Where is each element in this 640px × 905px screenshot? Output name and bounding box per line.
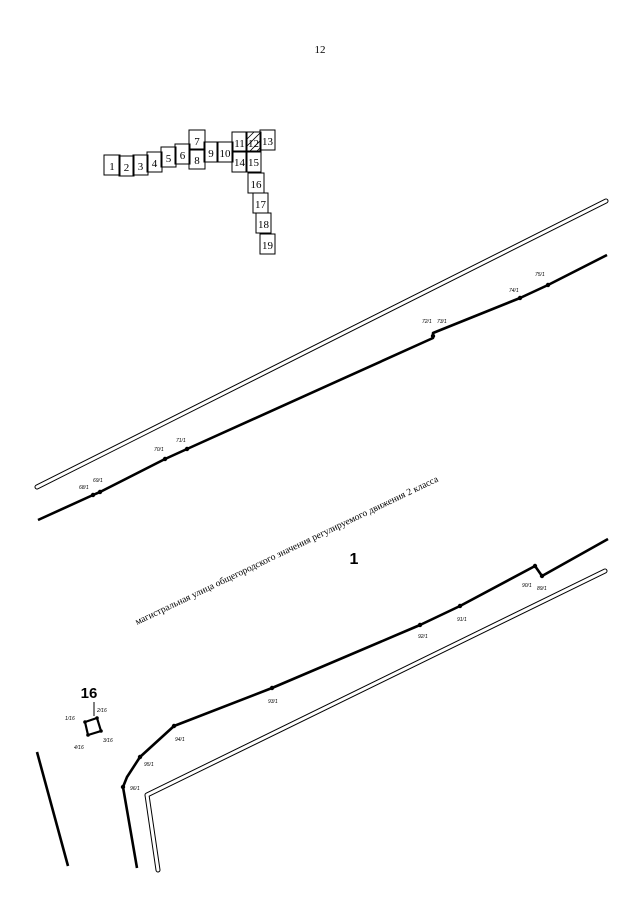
point-label: 95/1 bbox=[144, 762, 154, 768]
boundary-point[interactable] bbox=[184, 446, 190, 452]
point-label: 70/1 bbox=[154, 447, 164, 453]
boundary-point[interactable] bbox=[99, 729, 103, 733]
point-label: 96/1 bbox=[130, 786, 140, 792]
index-tile-label: 14 bbox=[234, 157, 246, 169]
boundary-point[interactable] bbox=[545, 282, 551, 288]
street-name-label: магистральная улица общегородского значе… bbox=[134, 473, 441, 627]
boundary-point[interactable] bbox=[417, 622, 423, 628]
point-label: 3/16 bbox=[103, 738, 113, 744]
point-label: 74/1 bbox=[509, 288, 519, 294]
parcel-number-1: 1 bbox=[350, 551, 359, 568]
index-tile-19[interactable] bbox=[259, 233, 276, 255]
index-tile-label: 11 bbox=[234, 138, 245, 150]
current-sheet-hatch bbox=[245, 131, 262, 153]
point-label: 4/16 bbox=[74, 745, 84, 751]
point-label: 90/1 bbox=[522, 583, 532, 589]
index-tile-label: 1 bbox=[109, 161, 115, 173]
boundary-point[interactable] bbox=[539, 573, 545, 579]
index-tile-label: 13 bbox=[262, 136, 274, 148]
boundary-point[interactable] bbox=[532, 563, 538, 569]
point-label: 69/1 bbox=[93, 478, 103, 484]
point-label: 72/1 bbox=[422, 319, 432, 325]
point-label: 75/1 bbox=[535, 272, 545, 278]
index-tile-label: 10 bbox=[220, 148, 232, 160]
index-tile-1[interactable] bbox=[103, 154, 121, 176]
sheet-index bbox=[103, 129, 276, 255]
index-tile-label: 18 bbox=[258, 219, 270, 231]
boundary-point[interactable] bbox=[90, 492, 96, 498]
boundary-point[interactable] bbox=[95, 716, 99, 720]
parcel-number-16: 16 bbox=[81, 685, 98, 702]
index-tile-label: 9 bbox=[208, 148, 214, 160]
index-tile-5[interactable] bbox=[160, 146, 177, 168]
page-number: 12 bbox=[314, 44, 326, 56]
index-tile-6[interactable] bbox=[174, 143, 191, 165]
boundary-point[interactable] bbox=[86, 733, 90, 737]
index-tile-9[interactable] bbox=[203, 141, 219, 163]
boundary-point[interactable] bbox=[162, 456, 168, 462]
index-tile-18[interactable] bbox=[255, 212, 272, 234]
boundary-point[interactable] bbox=[120, 784, 126, 790]
sheet-index-labels: 1 2 3 4 5 6 7 8 9 10 11 12 13 14 15 16 1… bbox=[109, 136, 273, 252]
index-tile-13[interactable] bbox=[259, 129, 276, 151]
boundary-point[interactable] bbox=[517, 295, 523, 301]
boundary-point[interactable] bbox=[137, 754, 143, 760]
road-edge-north bbox=[34, 198, 609, 490]
index-tile-label: 8 bbox=[194, 155, 200, 167]
point-label: 92/1 bbox=[418, 634, 428, 640]
index-tile-8[interactable] bbox=[188, 148, 206, 170]
index-tile-2[interactable] bbox=[118, 155, 135, 177]
boundary-point[interactable] bbox=[269, 685, 275, 691]
index-tile-label: 16 bbox=[251, 179, 263, 191]
point-label: 2/16 bbox=[96, 708, 107, 714]
boundary-point-markers bbox=[90, 282, 551, 790]
point-label: 73/1 bbox=[437, 319, 447, 325]
road-edge-south bbox=[144, 568, 608, 873]
boundary-point-labels-south: 90/1 89/1 91/1 92/1 93/1 94/1 95/1 96/1 bbox=[130, 583, 547, 792]
adjacent-boundary-west bbox=[35, 751, 70, 867]
point-label: 68/1 bbox=[79, 485, 89, 491]
point-label: 71/1 bbox=[176, 438, 186, 444]
index-tile-4[interactable] bbox=[146, 151, 163, 173]
parcel-boundary-north bbox=[37, 253, 608, 522]
index-tile-label: 7 bbox=[194, 136, 200, 148]
index-tile-label: 2 bbox=[124, 162, 130, 174]
parcel-16: 16 1/16 2/16 3/16 4/16 bbox=[65, 685, 113, 751]
index-tile-3[interactable] bbox=[132, 154, 149, 176]
point-label: 93/1 bbox=[268, 699, 278, 705]
index-tile-label: 12 bbox=[248, 138, 259, 150]
index-tile-label: 17 bbox=[255, 199, 267, 211]
boundary-point[interactable] bbox=[171, 723, 177, 729]
index-tile-11[interactable] bbox=[231, 131, 248, 153]
index-tile-label: 5 bbox=[166, 153, 172, 165]
index-tile-label: 19 bbox=[262, 240, 274, 252]
point-label: 94/1 bbox=[175, 737, 185, 743]
index-tile-label: 3 bbox=[138, 161, 144, 173]
point-label: 89/1 bbox=[537, 586, 547, 592]
boundary-point[interactable] bbox=[97, 489, 103, 495]
point-label: 91/1 bbox=[457, 617, 467, 623]
boundary-point[interactable] bbox=[430, 333, 436, 339]
boundary-point-labels-north: 68/1 69/1 70/1 71/1 72/1 73/1 74/1 75/1 bbox=[79, 272, 545, 491]
boundary-point[interactable] bbox=[83, 720, 87, 724]
index-tile-14[interactable] bbox=[231, 150, 248, 173]
index-tile-15[interactable] bbox=[245, 150, 262, 173]
boundary-point[interactable] bbox=[457, 603, 463, 609]
index-tile-label: 4 bbox=[152, 158, 158, 170]
point-label: 1/16 bbox=[65, 716, 75, 722]
index-tile-label: 15 bbox=[248, 157, 260, 169]
parcel-16-outline[interactable] bbox=[83, 716, 103, 737]
index-tile-7[interactable] bbox=[188, 129, 206, 151]
index-tile-label: 6 bbox=[180, 150, 186, 162]
